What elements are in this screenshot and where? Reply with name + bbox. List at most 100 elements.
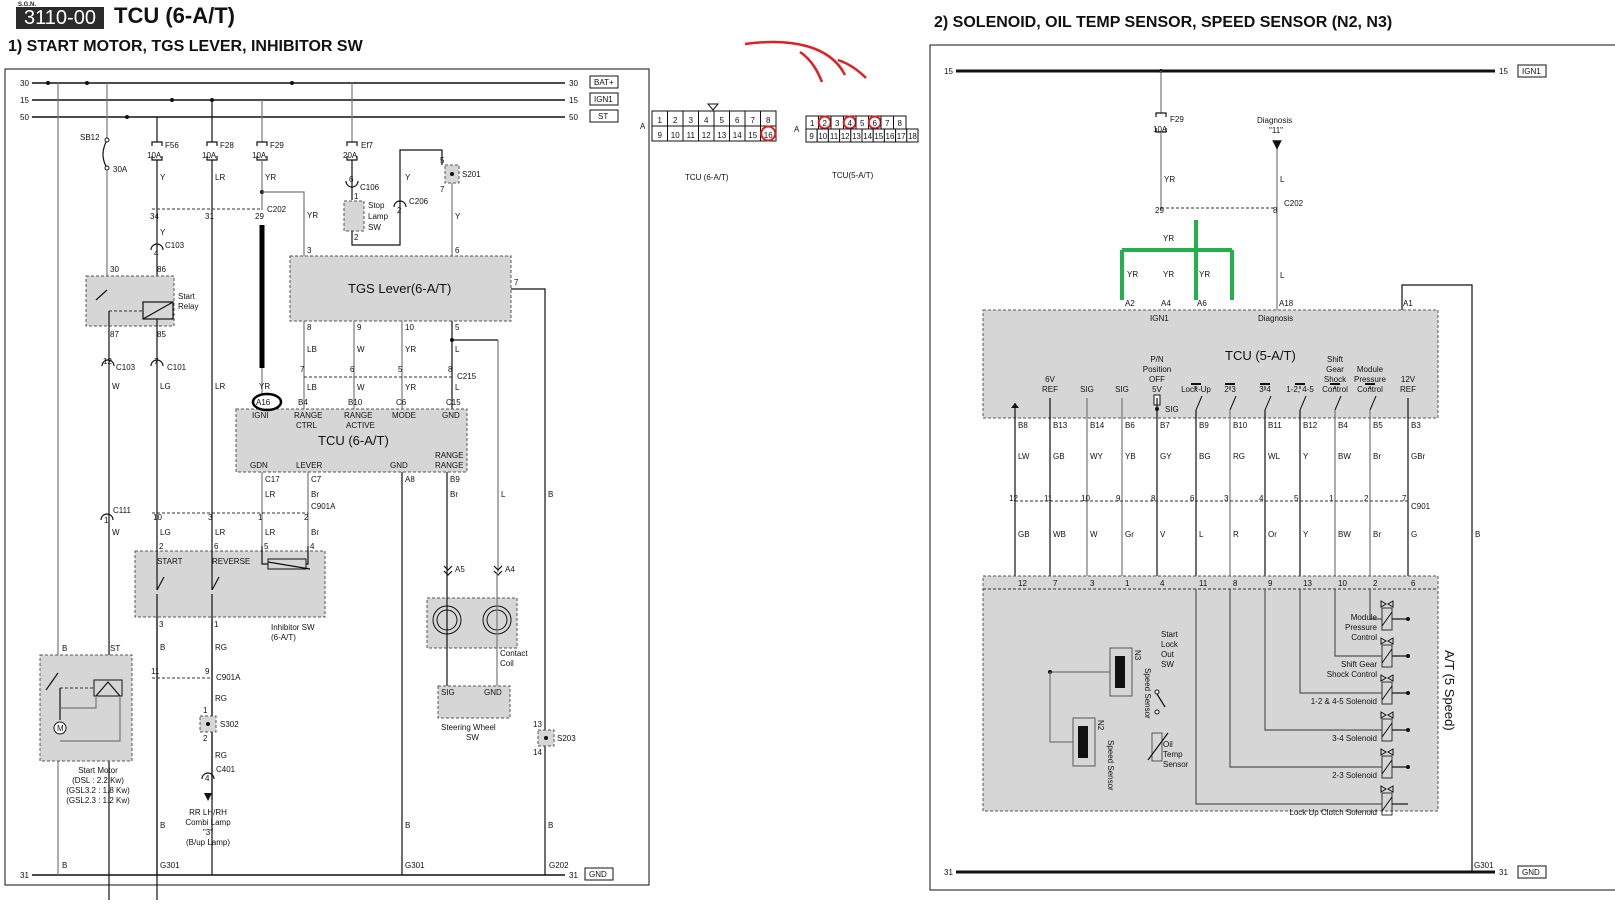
connector-row-label: A [640,122,646,131]
connector-pin: 10 [671,131,680,140]
junction-dot [1406,691,1410,695]
c901a-pin: 1 [258,513,263,522]
tcu6-top-func2: CTRL [296,421,317,430]
connector-pin: 11 [687,131,696,140]
tcu5-upper-wire: WL [1268,452,1281,461]
c103b-name: C103 [116,363,136,372]
tcu6-top-pin: C6 [396,398,407,407]
c901-lower-wire: Gr [1125,530,1134,539]
inhibitor-switch [134,550,326,618]
c215-name: C215 [457,372,477,381]
solenoid-icon [1381,722,1393,738]
connector-row-label: A [794,125,800,134]
s2-ign1-tag: IGN1 [1522,67,1541,76]
switch-blade-icon [1229,395,1237,411]
tcu5-bottom-pin: B9 [1199,421,1209,430]
switch-blade-icon [1334,395,1342,411]
s2-ground-g301: G301 [1474,861,1494,870]
bus-15-label: 15 [20,96,29,105]
tcu5-func-label: 5V [1152,385,1162,394]
steering-gnd: GND [484,688,502,697]
connector-pin: 3 [689,116,694,125]
oil-temp-label: Sensor [1163,760,1189,769]
tcu5-sig-label: SIG [1165,405,1179,414]
start-relay [85,275,175,327]
tcu5-upper-wire: RG [1233,452,1245,461]
solenoid-feed-wire [1229,589,1382,768]
start-lock-label: SW [1161,660,1174,669]
gnd-tag: GND [589,870,607,879]
start-motor-label: (GSL3.2 : 1.8 Kw) [66,786,130,795]
s203-pin14: 14 [533,748,542,757]
tcu5-upper-wire: GB [1053,452,1065,461]
c901-pin: 3 [1224,494,1229,503]
s2-bus-15-label: 15 [944,67,953,76]
c901-pin: 2 [1364,494,1369,503]
tcu5-diagnosis-func: Diagnosis [1258,314,1293,323]
wire-lr-mid: LR [215,382,225,391]
at-pin: 8 [1233,579,1238,588]
s2-c202-pin29: 29 [1155,206,1164,215]
tcu6-bottom-func: RANGE [435,461,463,470]
inhibitor-label-2: (6-A/T) [271,633,296,642]
c206-name: C206 [409,197,429,206]
tcu5-func-label: REF [1400,385,1416,394]
tcu5-bottom-pin: B10 [1233,421,1248,430]
connector-pin: 13 [717,131,726,140]
inhibitor-bottom-wire: RG [215,643,227,652]
power-bus-30: 30 30 BAT+ [20,75,619,89]
contact-a5: A5 [455,565,465,574]
tcu6-top-func: RANGE [294,411,322,420]
c215-pin: 8 [448,365,453,374]
wire-rg-s302: RG [215,751,227,760]
bus-50-label-right: 50 [569,113,578,122]
at-pin: 12 [1018,579,1027,588]
c901-lower-wire: G [1411,530,1417,539]
motor-m-icon: M [57,724,64,733]
at-pin: 13 [1303,579,1312,588]
inhibitor-bottom-pin: 3 [159,620,164,629]
s2-c202-name: C202 [1284,199,1304,208]
combi-lamp-label: Combi Lamp [185,818,231,827]
wire-l-coil: L [501,490,506,499]
fuse-f28-rating: 10A [202,151,217,160]
wire-w-c103: W [112,382,120,391]
relay-label-2: Relay [178,302,198,311]
inhibitor-top-pin: 2 [159,542,164,551]
wire-b-a8: B [405,821,410,830]
valve-icon [1380,600,1394,608]
start-motor-label: (DSL : 2.2 Kw) [72,776,124,785]
stop-lamp-pin1: 1 [354,192,359,201]
solenoid-label: Lock Up Clutch Solenoid [1289,808,1377,817]
tcu5-pin-a1: A1 [1403,299,1413,308]
s2-gnd-tag: GND [1522,868,1540,877]
junction-dot [1406,617,1410,621]
connector-pin: 2 [673,116,678,125]
connector-pin: 14 [863,132,872,141]
tgs-bottom-pin: 10 [405,323,414,332]
start-lock-label: Start [1161,630,1179,639]
page-title: TCU (6-A/T) [114,3,235,28]
c901a-pin: 2 [304,513,309,522]
red-arrow-annotation [744,40,867,83]
s201-pin5: 5 [440,156,445,165]
stop-lamp-label1: Stop [368,201,385,210]
relay-label-1: Start [178,292,196,301]
combi-lamp-label: RR LH/RH [189,808,227,817]
s2-bus-15-label-right: 15 [1499,67,1508,76]
wire-yr-tgs3: YR [307,211,318,220]
c215-wire: W [357,383,365,392]
tcu5-func-label: 12V [1401,375,1416,384]
tcu6-top-pin: C15 [446,398,461,407]
c901a-wire: Br [311,528,319,537]
connector-pin: 6 [873,119,878,128]
connector-pin: 5 [860,119,865,128]
tcu5-func-label: 2-3 [1224,385,1236,394]
relay-pin-30: 30 [110,265,119,274]
tcu5-func-label: Pressure [1354,375,1387,384]
inhibitor-top-pin: 6 [214,542,219,551]
solenoid-label: Module [1351,613,1378,622]
combi-lamp-label: (B/up Lamp) [186,838,230,847]
red-circle-annotation [760,125,777,142]
